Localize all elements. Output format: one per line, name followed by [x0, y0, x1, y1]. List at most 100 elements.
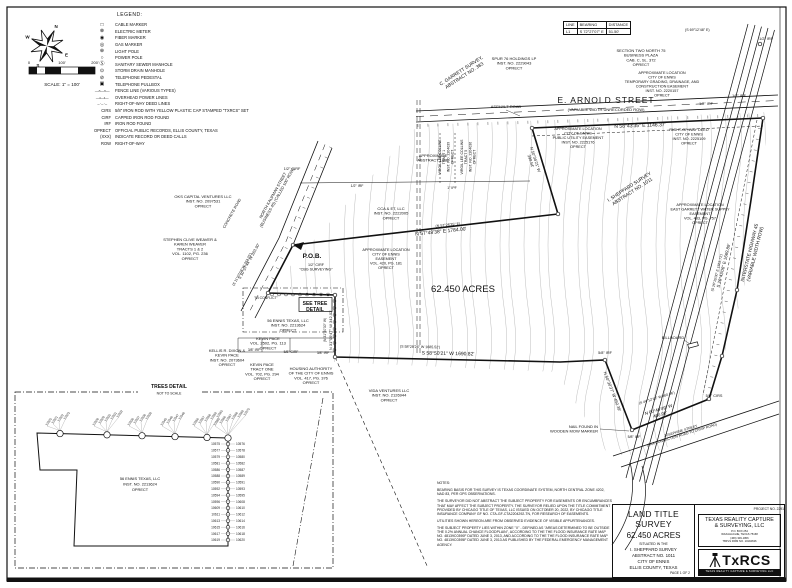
trees-detail: 1052010521105221052310528105291053010531… [14, 381, 334, 569]
tree-tag: 10568 [231, 411, 239, 421]
fence-tick [280, 257, 284, 259]
scale-tick-label: 0 [28, 60, 31, 65]
tree-circle [319, 292, 323, 297]
sheet-bottom-bar [7, 577, 786, 582]
legend-label: OFFICIAL PUBLIC RECORDS, ELLIS COUNTY, T… [115, 127, 218, 133]
map-label: (VARIABLE WIDTH UNRECORDED ROW) [568, 107, 645, 112]
tree-tag-leader [128, 425, 143, 433]
tree-circle [291, 292, 295, 297]
tree-tag: 10586 [211, 468, 220, 472]
sanitary-sewer-manhole-icon: Ⓢ [99, 61, 105, 68]
legend-abbreviation: IRF [104, 121, 111, 127]
trees-detail-title-bg [138, 381, 200, 398]
tree-tag: 10520 [45, 417, 53, 427]
legend-row: – · – · –RIGHT-OF-WAY DEED LINES [93, 101, 318, 108]
fence-tick [722, 311, 726, 313]
legend-row: ⊕LIGHT POLE [93, 48, 318, 55]
contour-line [389, 112, 400, 456]
tree-detail-callout-box [242, 287, 344, 333]
tree-tag: 10590 [211, 481, 220, 485]
map-label: N 57°48'38" E 1784.00' [415, 226, 467, 237]
notes-title: NOTES: [437, 481, 451, 485]
tree-circle [277, 292, 281, 297]
company-box: TEXAS REALITY CAPTURE & SURVEYING, LLC P… [698, 514, 781, 547]
note-paragraph: BEARING BASIS FOR THIS SURVEY IS TEXAS C… [437, 488, 605, 497]
company-firm-no: TBPLS FIRM NO. 10194636 [722, 540, 757, 543]
road-edge-arnold [415, 105, 779, 123]
map-label: INTERSTATE HIGHWAY 45(VARIABLE WIDTH ROW… [740, 223, 766, 284]
legend-row: OPRECT OFFICIAL PUBLIC RECORDS, ELLIS COU… [93, 128, 318, 135]
contour-line [692, 112, 703, 456]
tree-tag: 10588 [211, 474, 220, 478]
fence-tick [708, 387, 712, 389]
tree-tag: 10594 [211, 493, 220, 497]
legend-label: FIBER MARKER [115, 35, 146, 41]
company-phone: (469) 309-1806 [730, 536, 749, 540]
tree-tag: 10566 [219, 415, 227, 425]
tree-circle [332, 348, 337, 352]
fence-tick [745, 192, 749, 194]
legend-label: IRON ROD FOUND [115, 121, 152, 127]
tree-tag-leader [161, 425, 176, 434]
tree-circle [332, 341, 337, 345]
note-paragraph: THE SURVEYOR DID NOT ABSTRACT THE SUBJEC… [437, 499, 612, 516]
tree-tag: 10592 [211, 487, 220, 491]
legend-abbreviation: OPRECT [93, 127, 111, 133]
electric-meter-icon: ⊗ [99, 28, 105, 35]
legend-abbreviation: (XXX) [100, 134, 111, 140]
small-parcel-lines [237, 337, 334, 353]
trees-detail-owner: INST. NO. 2213624 [123, 481, 158, 486]
fence-tick [730, 268, 734, 270]
fence-tick [298, 217, 301, 219]
legend-label: TELEPHONE PULLBOX [115, 81, 160, 87]
tree-tag: 10557 [198, 415, 206, 425]
monument-marker [760, 115, 766, 121]
tree-tag: 10577 [211, 449, 220, 453]
legend-row: ○POWER POLE [93, 55, 318, 62]
tree-tag-leader [46, 425, 61, 431]
monument-marker [629, 427, 635, 433]
tree-tag: 10565 [213, 417, 221, 427]
tree-tag: 10620 [236, 538, 245, 542]
fence-tick [741, 214, 745, 216]
tree-tag-leader [205, 421, 208, 435]
cable-marker-icon: □ [100, 21, 104, 28]
tree-tag: 10610 [236, 506, 245, 510]
compass-letter: S [36, 63, 39, 68]
tree-tag: 10521 [51, 415, 59, 425]
monument-marker [332, 292, 338, 298]
monument-marker [332, 354, 338, 360]
legend-row: □CABLE MARKER [93, 22, 318, 29]
fence-line-icon: —×—×— [94, 89, 110, 94]
tree-tag-leader [93, 425, 108, 432]
tree-tag: 10613 [211, 519, 220, 523]
tree-tag-leader [199, 423, 208, 435]
tree-tag-leader [227, 417, 240, 436]
tree-circle [284, 292, 288, 297]
sheet-acreage: 62.450 ACRES [626, 531, 681, 540]
fence-tick [714, 354, 718, 356]
tree-tag: 10559 [210, 411, 218, 421]
tree-tag: 10616 [236, 525, 245, 529]
abstract-no: ABSTRACT NO. 1011 [631, 552, 676, 558]
legend-label: RIGHT-OF-WAY [115, 140, 145, 146]
title-block-right: PROJECT NO. 2291 TEXAS REALITY CAPTURE &… [695, 505, 786, 577]
tree-tag: 10567 [225, 413, 233, 423]
fence-tick [724, 300, 728, 302]
compass-letter: E [65, 53, 68, 58]
road-edge-kaufman [240, 140, 319, 312]
storm-drain-manhole-icon: ⊙ [99, 67, 105, 74]
fence-tick [275, 267, 279, 269]
contour-line [506, 112, 517, 456]
road-edge-josephine [612, 400, 780, 457]
map-label: VIRGIL LEE COLLINSTRACT 5INST. NO. 22040… [460, 139, 476, 175]
